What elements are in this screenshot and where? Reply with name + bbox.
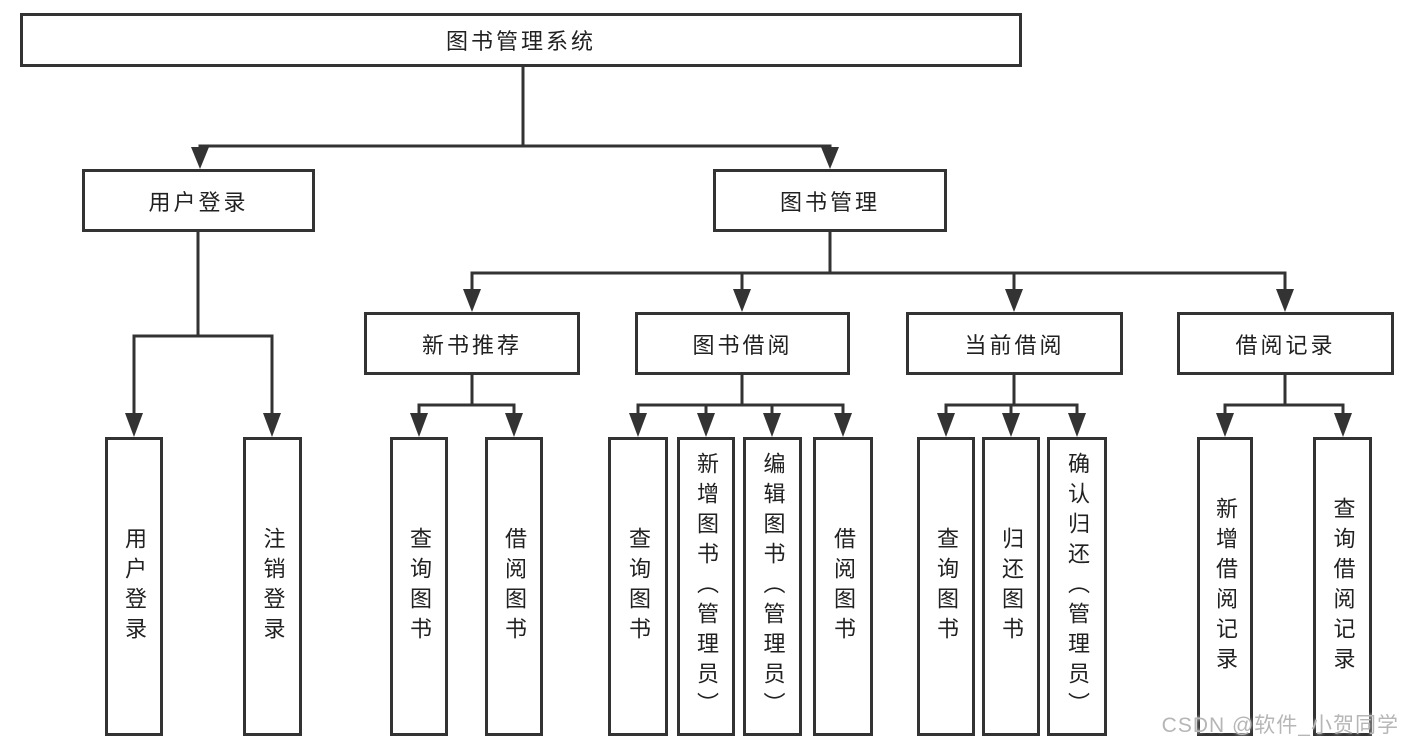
- leaf-nb-borrow-books-label: 借阅图书: [502, 526, 527, 647]
- leaf-bb-edit-books-admin-label: 编辑图书（管理员）: [760, 451, 786, 722]
- leaf-bb-borrow-books: 借阅图书: [813, 437, 873, 736]
- leaf-cb-confirm-return-admin: 确认归还（管理员）: [1047, 437, 1107, 736]
- connector-user-login-to-leaves: [125, 232, 281, 437]
- leaf-nb-borrow-books: 借阅图书: [485, 437, 543, 736]
- node-current-borrow: 当前借阅: [906, 312, 1123, 375]
- connector-borrow-records-to-leaves: [1216, 375, 1352, 437]
- leaf-logout: 注销登录: [243, 437, 302, 736]
- leaf-user-login-label: 用户登录: [122, 526, 147, 647]
- node-book-borrow-label: 图书借阅: [692, 332, 793, 358]
- leaf-bb-query-books: 查询图书: [608, 437, 668, 736]
- leaf-cb-query-books: 查询图书: [917, 437, 975, 736]
- leaf-cb-query-books-label: 查询图书: [934, 526, 959, 647]
- connector-book-borrow-to-leaves: [629, 375, 852, 437]
- leaf-nb-query-books: 查询图书: [390, 437, 448, 736]
- node-user-login-label: 用户登录: [148, 189, 249, 215]
- node-new-book-recommend: 新书推荐: [364, 312, 580, 375]
- leaf-cb-confirm-return-admin-label: 确认归还（管理员）: [1065, 451, 1090, 722]
- leaf-br-query-borrow-record: 查询借阅记录: [1313, 437, 1372, 736]
- node-book-borrow: 图书借阅: [635, 312, 850, 375]
- leaf-cb-return-books: 归还图书: [982, 437, 1040, 736]
- node-borrow-records: 借阅记录: [1177, 312, 1394, 375]
- leaf-logout-label: 注销登录: [260, 526, 286, 647]
- connector-new-books-to-leaves: [410, 375, 523, 437]
- connector-current-borrow-to-leaves: [937, 375, 1086, 437]
- connector-root-to-level2: [191, 67, 839, 169]
- node-user-login: 用户登录: [82, 169, 315, 232]
- node-new-book-recommend-label: 新书推荐: [421, 332, 522, 358]
- node-root-system-label: 图书管理系统: [445, 29, 596, 54]
- leaf-nb-query-books-label: 查询图书: [407, 526, 432, 647]
- node-current-borrow-label: 当前借阅: [964, 332, 1065, 358]
- leaf-bb-edit-books-admin: 编辑图书（管理员）: [743, 437, 802, 736]
- leaf-bb-query-books-label: 查询图书: [626, 526, 651, 647]
- leaf-bb-add-books-admin: 新增图书（管理员）: [677, 437, 735, 736]
- leaf-br-add-borrow-record: 新增借阅记录: [1197, 437, 1253, 736]
- connector-book-mgmt-to-sections: [463, 232, 1294, 312]
- leaf-br-query-borrow-record-label: 查询借阅记录: [1330, 496, 1356, 677]
- leaf-cb-return-books-label: 归还图书: [999, 526, 1024, 647]
- csdn-watermark: CSDN @软件_小贺同学: [1161, 714, 1399, 737]
- node-book-management-label: 图书管理: [779, 189, 880, 215]
- leaf-bb-add-books-admin-label: 新增图书（管理员）: [694, 451, 719, 722]
- leaf-bb-borrow-books-label: 借阅图书: [831, 526, 856, 647]
- node-book-management: 图书管理: [713, 169, 947, 232]
- leaf-br-add-borrow-record-label: 新增借阅记录: [1213, 496, 1238, 677]
- leaf-user-login: 用户登录: [105, 437, 163, 736]
- node-root-system: 图书管理系统: [20, 13, 1022, 67]
- node-borrow-records-label: 借阅记录: [1235, 332, 1336, 358]
